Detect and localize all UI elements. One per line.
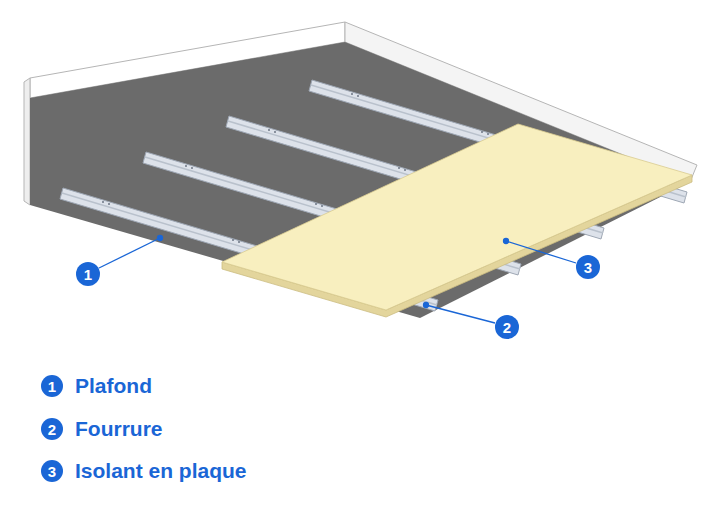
- insulation-board: [222, 124, 692, 310]
- leader-lines: [99, 236, 576, 324]
- callout-number: 2: [48, 422, 56, 437]
- callout-discs: [41, 255, 600, 482]
- callout-number: 2: [503, 320, 511, 335]
- legend-text: Plafond: [75, 374, 152, 398]
- wall-end: [24, 78, 30, 205]
- legend-text: Fourrure: [75, 417, 163, 441]
- callout-number: 3: [48, 464, 56, 479]
- legend-text: Isolant en plaque: [75, 459, 247, 483]
- callout-number: 1: [48, 379, 56, 394]
- callout-number: 1: [84, 267, 92, 282]
- callout-number: 3: [584, 260, 592, 275]
